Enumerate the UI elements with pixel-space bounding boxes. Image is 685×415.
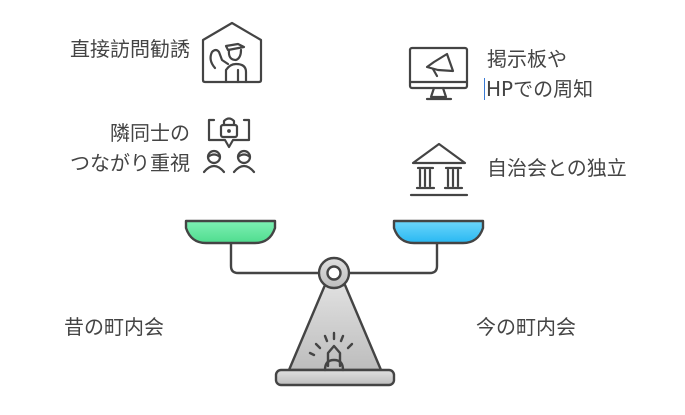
- item-board-line2: HPでの周知: [486, 77, 594, 101]
- item-direct-visit: 直接訪問勧誘: [70, 37, 190, 61]
- door-visit-icon: [201, 21, 263, 84]
- item-board-line2-wrap: HPでの周知: [484, 76, 593, 102]
- text-cursor: [484, 78, 485, 100]
- item-independence: 自治会との独立: [487, 156, 627, 180]
- right-pan: [392, 219, 485, 245]
- item-neighbors-line2: つながり重視: [70, 151, 190, 175]
- item-neighbors-line1: 隣同士の: [110, 121, 190, 145]
- scale-stand: [287, 283, 383, 372]
- new-association-label: 今の町内会: [476, 315, 576, 339]
- monitor-megaphone-icon: [408, 46, 469, 101]
- government-building-icon: [409, 142, 469, 197]
- item-board-line1: 掲示板や: [487, 47, 567, 71]
- indicator-light-icon: [308, 331, 354, 372]
- scale-base: [274, 368, 396, 387]
- old-association-label: 昔の町内会: [64, 315, 164, 339]
- left-pan: [184, 219, 277, 245]
- neighbors-chat-icon: [202, 117, 256, 174]
